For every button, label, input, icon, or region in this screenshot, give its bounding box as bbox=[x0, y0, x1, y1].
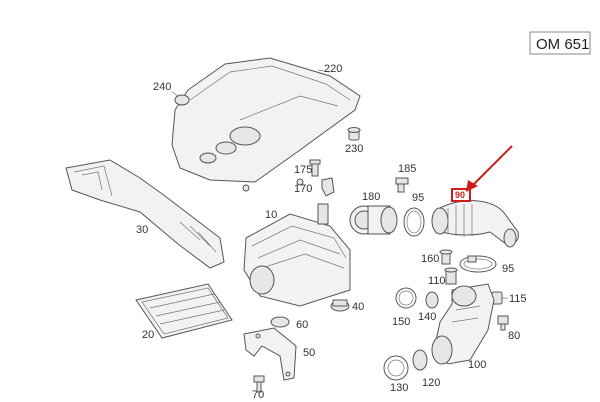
connector-110-part bbox=[444, 267, 458, 285]
engine-code-box bbox=[529, 31, 591, 55]
label-220: 220 bbox=[324, 63, 342, 75]
intake-hose-90-part bbox=[431, 200, 519, 248]
label-100: 100 bbox=[468, 359, 486, 371]
seal-120-part bbox=[412, 349, 428, 371]
screw-185-part bbox=[395, 177, 409, 193]
label-230: 230 bbox=[345, 143, 363, 155]
label-70: 70 bbox=[252, 389, 264, 401]
label-115: 115 bbox=[509, 293, 527, 305]
grommet-40-part bbox=[330, 299, 350, 312]
valve-160-part bbox=[439, 249, 453, 265]
label-40: 40 bbox=[352, 301, 364, 313]
air-filter-housing-part bbox=[243, 203, 351, 307]
air-mass-sensor-part bbox=[349, 205, 398, 235]
label-95-lower: 95 bbox=[502, 263, 514, 275]
air-duct-100-part bbox=[431, 283, 495, 365]
label-175: 175 bbox=[294, 164, 312, 176]
label-170: 170 bbox=[294, 183, 312, 195]
label-50: 50 bbox=[303, 347, 315, 359]
label-185: 185 bbox=[398, 163, 416, 175]
label-10: 10 bbox=[265, 209, 277, 221]
clamp-95-upper-part bbox=[403, 207, 425, 237]
label-110: 110 bbox=[428, 275, 446, 287]
grommet-230-part bbox=[347, 127, 361, 141]
label-20: 20 bbox=[142, 329, 154, 341]
emblem-part bbox=[171, 91, 190, 106]
bracket-170-part bbox=[321, 177, 335, 197]
clamp-150-part bbox=[395, 287, 417, 309]
clamp-95-lower-part bbox=[459, 255, 497, 273]
label-60: 60 bbox=[296, 319, 308, 331]
highlight-arrow-line bbox=[471, 145, 513, 187]
label-120: 120 bbox=[422, 377, 440, 389]
bracket-50-part bbox=[243, 327, 297, 381]
label-150: 150 bbox=[392, 316, 410, 328]
filter-element-part bbox=[135, 283, 233, 339]
bolt-175-part bbox=[309, 159, 321, 177]
sensor-115-part bbox=[491, 291, 508, 305]
label-180: 180 bbox=[362, 191, 380, 203]
bolt-70-part bbox=[253, 375, 265, 393]
label-80: 80 bbox=[508, 330, 520, 342]
label-240: 240 bbox=[153, 81, 171, 93]
nut-80-part bbox=[497, 315, 509, 331]
label-140: 140 bbox=[418, 311, 436, 323]
grommet-60-part bbox=[270, 316, 290, 328]
label-130: 130 bbox=[390, 382, 408, 394]
highlight-box bbox=[451, 188, 471, 202]
engine-cover-part bbox=[171, 57, 361, 192]
label-90: 90 bbox=[455, 190, 465, 200]
label-160: 160 bbox=[421, 253, 439, 265]
seal-140-part bbox=[425, 291, 439, 309]
label-30: 30 bbox=[136, 224, 148, 236]
intake-duct-part bbox=[65, 159, 225, 269]
clamp-130-part bbox=[383, 355, 409, 381]
engine-code: OM 651 bbox=[536, 36, 589, 53]
label-95-upper: 95 bbox=[412, 192, 424, 204]
highlight-arrowhead bbox=[466, 180, 478, 192]
